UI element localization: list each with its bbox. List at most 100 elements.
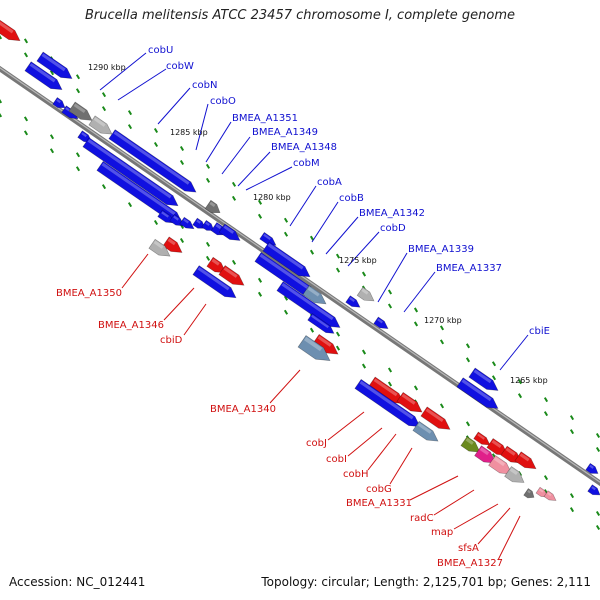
reverse-gene-arrow-group — [514, 451, 537, 470]
forward-gene-arrow-group — [36, 51, 73, 79]
tick-mark — [335, 331, 341, 337]
gene-arrow — [543, 490, 557, 501]
tick-mark — [75, 74, 81, 80]
tick-mark — [465, 343, 471, 349]
gene-highlight — [211, 258, 220, 266]
tick-mark — [75, 166, 81, 172]
gene-highlight — [473, 369, 492, 384]
tick-mark — [439, 339, 445, 345]
gene-arrow — [460, 436, 481, 453]
tick-mark — [205, 241, 211, 247]
forward-gene-label: cobU — [148, 45, 173, 56]
tick-mark — [283, 231, 289, 237]
gene-highlight — [263, 233, 271, 241]
forward-gene-arrow — [157, 209, 175, 224]
rna-gene-arrow-group — [302, 285, 327, 305]
tick-mark — [23, 38, 29, 44]
forward-gene-arrow — [24, 61, 63, 91]
tick-mark — [283, 217, 289, 223]
gene-highlight — [527, 489, 531, 494]
forward-gene-label: cobB — [339, 193, 364, 204]
gene-arrow-group — [523, 488, 535, 499]
gene-highlight — [349, 297, 355, 303]
tick-mark — [205, 163, 211, 169]
tick-mark — [387, 303, 393, 309]
gene-highlight — [223, 266, 238, 278]
gene-highlight — [153, 240, 164, 249]
map-title: Brucella melitensis ATCC 23457 chromosom… — [84, 8, 516, 23]
tick-mark — [49, 70, 55, 76]
reverse-gene-arrow — [218, 265, 245, 286]
gene-arrow-group — [543, 490, 557, 501]
tick-mark — [595, 447, 600, 453]
reverse-leader-line — [409, 475, 459, 501]
forward-gene-arrow-group — [468, 367, 499, 391]
forward-gene-arrow — [192, 217, 206, 229]
gene-highlight — [547, 492, 552, 497]
forward-gene-label: cbiE — [529, 326, 550, 337]
reverse-leader-line — [389, 447, 413, 485]
forward-gene-arrow — [52, 97, 66, 109]
gene-highlight — [509, 467, 519, 476]
reverse-gene-label: cobI — [326, 454, 347, 465]
reverse-leader-line — [183, 303, 207, 336]
reverse-leader-line — [347, 427, 383, 457]
pseudo-gene-arrow-group — [88, 115, 113, 135]
tick-mark — [543, 475, 549, 481]
gene-highlight — [417, 422, 432, 434]
scale-label: 1270 kbp — [424, 316, 462, 325]
forward-gene-arrow-group — [345, 295, 361, 308]
forward-gene-arrow-group — [157, 209, 175, 224]
gene-arrow — [204, 199, 221, 214]
forward-gene-arrow — [585, 462, 599, 474]
forward-leader-line — [237, 151, 271, 187]
gene-highlight — [307, 286, 320, 297]
tick-mark — [569, 415, 575, 421]
forward-leader-line — [289, 185, 317, 227]
reverse-gene-arrow — [420, 406, 451, 430]
scale-label: 1265 kbp — [510, 376, 548, 385]
tick-mark — [361, 271, 367, 277]
forward-gene-arrow-group — [585, 462, 599, 474]
gene-highlight — [281, 282, 334, 321]
tick-mark — [491, 375, 497, 381]
gene-highlight — [101, 162, 176, 216]
tick-mark — [283, 309, 289, 315]
tick-mark — [361, 363, 367, 369]
tick-mark — [413, 321, 419, 327]
tick-mark — [335, 253, 341, 259]
label-leader-lines — [99, 52, 529, 561]
tick-mark — [387, 367, 393, 373]
forward-gene-label: BMEA_A1337 — [436, 263, 502, 274]
forward-gene-label: cobM — [293, 158, 320, 169]
tick-mark — [153, 220, 159, 226]
reverse-gene-arrow-group — [218, 265, 245, 286]
gene-arrow-group — [204, 199, 221, 214]
gene-highlight — [477, 433, 485, 440]
forward-gene-arrow-group — [218, 223, 241, 241]
tick-mark — [23, 52, 29, 58]
tick-mark — [309, 327, 315, 333]
forward-gene-label: cobW — [166, 61, 194, 72]
tick-mark — [127, 202, 133, 208]
tick-mark — [23, 130, 29, 136]
scale-label: 1285 kbp — [170, 128, 208, 137]
gene-arrow — [474, 445, 497, 464]
tick-mark — [153, 142, 159, 148]
gene-highlight — [519, 453, 530, 462]
tick-mark — [517, 379, 523, 385]
forward-gene-arrow — [201, 219, 215, 231]
pseudo-gene-arrow-group — [148, 238, 171, 257]
forward-leader-line — [377, 252, 408, 303]
reverse-gene-label: sfsA — [458, 543, 479, 554]
gene-arrow — [523, 488, 535, 499]
forward-leader-line — [99, 52, 147, 91]
forward-gene-arrow — [262, 241, 311, 278]
tick-mark — [101, 106, 107, 112]
tick-mark — [49, 148, 55, 154]
scale-label: 1275 kbp — [339, 256, 377, 265]
reverse-gene-arrow-group — [473, 431, 491, 446]
tick-mark — [387, 381, 393, 387]
tick-mark — [231, 259, 237, 265]
gene-highlight — [29, 63, 56, 83]
